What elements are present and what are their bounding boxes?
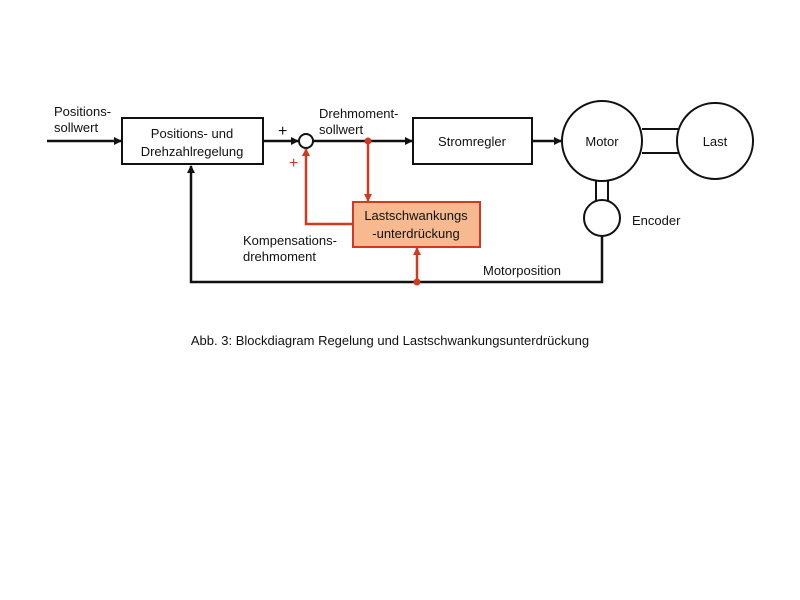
input-label: Positions- xyxy=(54,104,111,119)
suppression-block-label: -unterdrückung xyxy=(372,226,459,241)
torque-setpoint-label: Drehmoment- xyxy=(319,106,398,121)
motor-label: Motor xyxy=(585,134,619,149)
figure-caption: Abb. 3: Blockdiagram Regelung und Lastsc… xyxy=(191,333,589,348)
sum-plus-sign-red: + xyxy=(289,155,298,172)
encoder-label: Encoder xyxy=(632,213,681,228)
branch-dot xyxy=(413,278,421,286)
load-suppression-block xyxy=(352,201,481,248)
load-circle xyxy=(676,102,754,180)
branch-dot xyxy=(364,137,372,145)
feedback-line xyxy=(187,165,604,284)
input-label: sollwert xyxy=(54,120,98,135)
encoder-circle xyxy=(583,199,621,237)
motor-circle xyxy=(561,100,643,182)
current-controller-block xyxy=(412,117,533,165)
position-block-label: Drehzahlregelung xyxy=(141,144,244,159)
position-block-label: Positions- und xyxy=(151,126,233,141)
compensation-arrow xyxy=(302,148,353,226)
load-label: Last xyxy=(703,134,728,149)
compensation-label: drehmoment xyxy=(243,249,316,264)
compensation-label: Kompensations- xyxy=(243,233,337,248)
sum-plus-sign: + xyxy=(278,123,287,140)
suppression-block-label: Lastschwankungs xyxy=(364,208,468,223)
summing-junction xyxy=(298,133,314,149)
current-block-label: Stromregler xyxy=(438,134,507,149)
torque-setpoint-label: sollwert xyxy=(319,122,363,137)
motor-position-label: Motorposition xyxy=(483,263,561,278)
position-controller-block xyxy=(121,117,264,165)
